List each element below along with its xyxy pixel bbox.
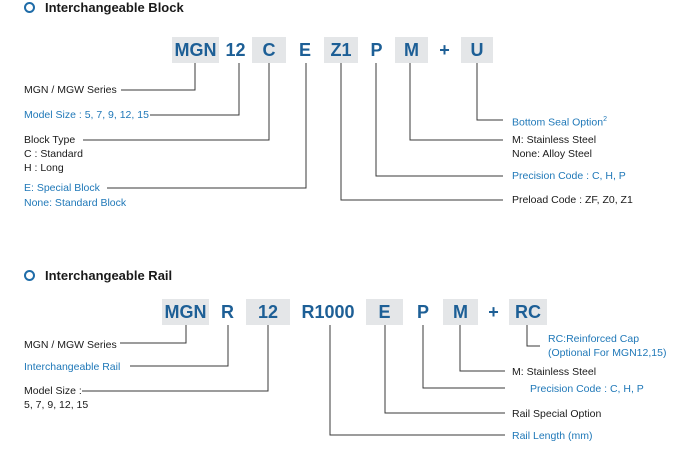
code-size: 12 [225, 39, 246, 60]
rail-label-size-title: Model Size : [24, 385, 82, 397]
rail-label-rc-1: RC:Reinforced Cap [548, 333, 640, 345]
code-preload: Z1 [324, 37, 358, 63]
code-rail: R [221, 301, 234, 322]
rail-section-title: Interchangeable Rail [45, 268, 173, 283]
block-label-special-none: None: Standard Block [24, 197, 127, 209]
block-label-seal-sup: 2 [603, 116, 607, 123]
rail-label-length: Rail Length (mm) [512, 430, 593, 442]
code-precision: P [416, 301, 429, 322]
section-bullet-icon [24, 2, 35, 13]
block-label-series: MGN / MGW Series [24, 84, 117, 96]
rail-label-material-m: M: Stainless Steel [512, 366, 597, 378]
code-precision: P [370, 39, 383, 60]
rail-label-rail: Interchangeable Rail [24, 361, 121, 373]
code-cap: RC [509, 299, 547, 325]
code-block-type: C [252, 37, 286, 63]
rail-label-rc-2: (Optional For MGN12,15) [548, 347, 667, 359]
code-special: E [366, 299, 403, 325]
block-label-type-h: H : Long [24, 162, 64, 174]
code-seal: U [461, 37, 493, 63]
section-bullet-icon [24, 270, 35, 281]
block-section-title: Interchangeable Block [45, 0, 184, 15]
rail-label-precision: Precision Code : C, H, P [530, 383, 644, 395]
block-label-seal-text: Bottom Seal Option [512, 116, 604, 129]
block-label-seal: Bottom Seal Option2 [512, 113, 607, 130]
code-length: R1000 [301, 301, 355, 322]
block-label-precision: Precision Code : C, H, P [512, 170, 626, 182]
rail-label-size-values: 5, 7, 9, 12, 15 [24, 399, 89, 411]
block-label-type-title: Block Type [24, 134, 76, 146]
code-material: M [443, 299, 478, 325]
block-label-material-none: None: Alloy Steel [512, 148, 592, 160]
rail-label-special: Rail Special Option [512, 408, 602, 420]
block-label-model-size: Model Size : 5, 7, 9, 12, 15 [24, 109, 149, 121]
block-label-material-m: M: Stainless Steel [512, 134, 597, 146]
code-special: E [298, 39, 311, 60]
code-plus: + [488, 301, 499, 322]
code-plus: + [439, 39, 450, 60]
rail-code-row: MGN R 12 R1000 E P M + RC [0, 299, 698, 325]
rail-label-series: MGN / MGW Series [24, 339, 117, 351]
block-label-type-c: C : Standard [24, 148, 83, 160]
code-size: 12 [246, 299, 290, 325]
code-mgn: MGN [172, 37, 219, 63]
block-code-row: MGN 12 C E Z1 P M + U [0, 37, 698, 63]
code-material: M [395, 37, 428, 63]
code-mgn: MGN [162, 299, 209, 325]
block-label-preload: Preload Code : ZF, Z0, Z1 [512, 194, 633, 206]
block-label-special-e: E: Special Block [24, 182, 100, 194]
